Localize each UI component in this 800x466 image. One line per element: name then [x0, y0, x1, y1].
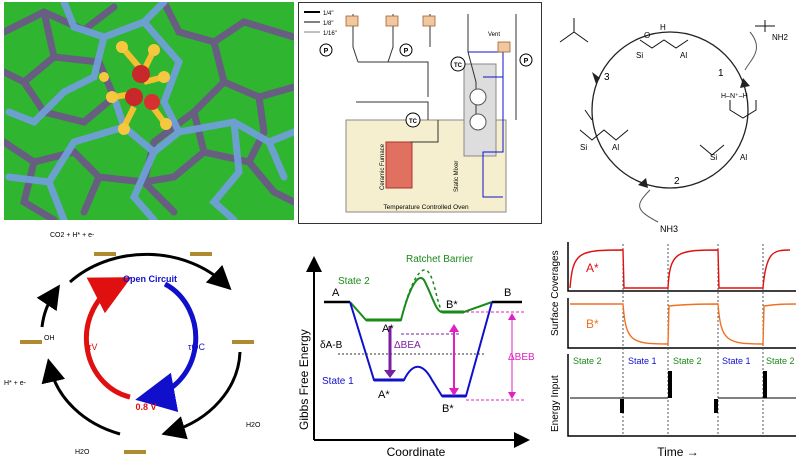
timing-state-2: State 1: [628, 356, 657, 366]
mech-h-atom: H: [660, 23, 666, 32]
mech-nplus-group: H–N⁺–H: [721, 93, 748, 100]
pressure-gauge-3: P: [524, 58, 529, 65]
legend-eighth: 1/8": [323, 21, 333, 27]
label-a: A: [332, 287, 340, 299]
oven-label: Temperature Controlled Oven: [383, 204, 469, 211]
bstar-bottom-label: B*: [442, 403, 454, 415]
surface-coverage-label: Surface Coverages: [550, 250, 561, 336]
state2-label: State 2: [338, 276, 370, 287]
step-2: 2: [674, 176, 680, 187]
pipe-size-legend: 1/4" 1/8" 1/16": [304, 11, 337, 37]
mech-si-atom-2: Si: [710, 153, 717, 162]
water-right-label: H2O: [246, 422, 261, 429]
formic-acid-cycle: Open Circuit 0.8 V τV τOC CO2 + H* + e- …: [0, 222, 300, 461]
co2-product-label: CO2 + H* + e-: [50, 232, 95, 239]
legend-quarter: 1/4": [323, 11, 333, 17]
thermocouple-2: TC: [454, 63, 463, 69]
ceramic-furnace: [385, 141, 413, 189]
mech-al-atom-2: Al: [740, 153, 747, 162]
energy-diagram: Gibbs Free Energy Coordinate A B Ratchet…: [296, 240, 538, 461]
open-circuit-label: Open Circuit: [123, 274, 177, 284]
label-b: B: [504, 287, 511, 299]
zeolite-structure-image: [0, 0, 298, 224]
mixer-label: Static Mixer: [454, 161, 460, 192]
timing-state-3: State 2: [673, 356, 702, 366]
vent-label: Vent: [488, 32, 500, 38]
voltage-label: 0.8 V: [135, 402, 156, 412]
dbe-b-label: ΔBEB: [508, 352, 535, 363]
reactor-schematic: 1/4" 1/8" 1/16" Temperature Controlled O…: [298, 2, 542, 224]
catalytic-mechanism-cycle: 1 2 3 H O Si Al NH2 H–N⁺–H Si Al Si Al N…: [540, 0, 800, 235]
astar-top-label: A*: [382, 323, 394, 335]
mech-si-atom: Si: [636, 51, 643, 60]
pressure-gauge-2: P: [404, 48, 409, 55]
mech-al-atom: Al: [680, 51, 687, 60]
legend-sixteenth: 1/16": [323, 31, 337, 37]
timing-state-4: State 1: [722, 356, 751, 366]
tau-v-label: τV: [88, 342, 98, 352]
time-axis-label: Time →: [657, 445, 699, 459]
astar-coverage-label: A*: [586, 261, 599, 275]
mech-si-atom-3: Si: [580, 143, 587, 152]
delta-ab-label: δA-B: [320, 340, 343, 351]
timing-state-1: State 2: [573, 356, 602, 366]
bstar-coverage-label: B*: [586, 317, 599, 331]
bstar-top-label: B*: [446, 299, 458, 311]
water-bottom-label: H2O: [75, 449, 90, 456]
step-3: 3: [604, 72, 610, 83]
step-1: 1: [718, 68, 724, 79]
reactant-label: NH2: [772, 33, 789, 42]
x-axis-label: Coordinate: [387, 445, 446, 459]
mech-al-atom-3: Al: [612, 143, 619, 152]
proton-label: H* + e-: [4, 380, 27, 387]
pressure-gauge-1: P: [324, 48, 329, 55]
energy-input-label: Energy Input: [550, 375, 561, 432]
tau-oc-label: τOC: [188, 342, 206, 352]
timing-state-5: State 2: [766, 356, 795, 366]
oh-label: OH: [44, 335, 55, 342]
state1-label: State 1: [322, 376, 354, 387]
thermocouple-1: TC: [409, 119, 418, 125]
astar-bottom-label: A*: [378, 389, 390, 401]
product-nh3: NH3: [660, 224, 678, 234]
y-axis-label: Gibbs Free Energy: [297, 329, 311, 430]
furnace-label: Ceramic Furnace: [380, 143, 386, 190]
dbe-a-label: ΔBEA: [394, 340, 421, 351]
timing-diagram: A* B* Surface Coverages Energy Input Tim…: [538, 236, 800, 461]
ratchet-barrier-label: Ratchet Barrier: [406, 254, 474, 265]
mech-o-atom: O: [644, 31, 650, 40]
